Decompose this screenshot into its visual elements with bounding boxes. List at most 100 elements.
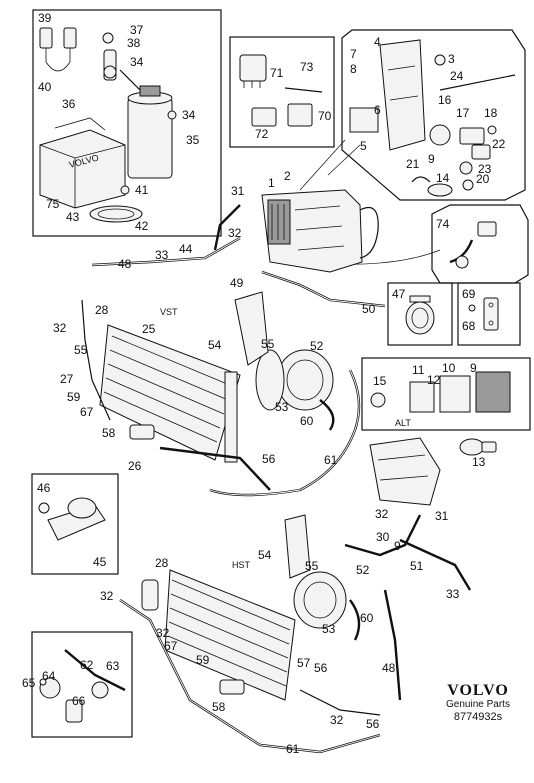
callout-54-lower: 54 <box>258 548 272 562</box>
callout-53-lower: 53 <box>322 622 336 636</box>
callout-61: 61 <box>324 453 338 467</box>
callout-55-b: 55 <box>261 337 275 351</box>
callout-32-d: 32 <box>100 589 114 603</box>
screw-18 <box>487 125 497 135</box>
callout-34-a: 34 <box>130 55 144 69</box>
bracket-68 <box>483 297 499 331</box>
line-56-lower <box>299 689 381 716</box>
callout-57: 57 <box>297 656 311 670</box>
callout-69: 69 <box>462 287 476 301</box>
callout-24: 24 <box>450 69 464 83</box>
callout-50: 50 <box>362 302 376 316</box>
relay-71 <box>239 54 267 88</box>
relay-socket-72 <box>251 107 277 127</box>
callout-71: 71 <box>270 66 284 80</box>
compressor-vst <box>234 291 334 411</box>
hose-clip-21 <box>411 176 431 183</box>
callout-32-f: 32 <box>330 713 344 727</box>
callout-43: 43 <box>66 210 80 224</box>
callout-32-e: 32 <box>156 626 170 640</box>
callout-31: 31 <box>231 184 245 198</box>
callout-64: 64 <box>42 669 56 683</box>
callout-28: 28 <box>95 303 109 317</box>
callout-36: 36 <box>62 97 76 111</box>
callout-63: 63 <box>106 659 120 673</box>
callout-28-lower: 28 <box>155 556 169 570</box>
valve-16-17 <box>429 124 485 146</box>
seal-ring-42 <box>89 205 143 223</box>
callout-56-c: 56 <box>366 717 380 731</box>
callout-30: 30 <box>376 530 390 544</box>
callout-32-c: 32 <box>375 507 389 521</box>
callout-26: 26 <box>128 459 142 473</box>
callout-37: 37 <box>130 23 144 37</box>
brand-block: VOLVO Genuine Parts 8774932s <box>430 683 526 724</box>
callout-55-a: 55 <box>74 343 88 357</box>
callout-7: 7 <box>350 47 357 61</box>
vacuum-valve-22 <box>459 144 491 191</box>
callout-10: 10 <box>442 361 456 375</box>
relay-70 <box>287 103 313 127</box>
callout-9: 9 <box>428 152 435 166</box>
screw-69 <box>468 304 476 312</box>
hose-clips-62-66 <box>39 649 126 723</box>
alt-relay-assembly <box>370 371 511 413</box>
callout-65: 65 <box>22 676 36 690</box>
inset-frame-relays <box>229 36 335 148</box>
block-6 <box>349 107 379 133</box>
receiver-drier-lower <box>141 579 159 611</box>
callout-61-lower: 61 <box>286 742 300 756</box>
filter-58 <box>129 424 155 440</box>
line-55-upper <box>81 299 111 421</box>
pressure-switch-74 <box>449 221 497 269</box>
callout-54: 54 <box>208 338 222 352</box>
callout-53: 53 <box>275 400 289 414</box>
callout-6: 6 <box>374 103 381 117</box>
callout-8: 8 <box>350 62 357 76</box>
condenser-vst <box>99 324 241 463</box>
diagram-reference: 8774932s <box>453 711 503 723</box>
filter-58-lower <box>219 679 245 695</box>
callout-35: 35 <box>186 133 200 147</box>
tube-24 <box>439 74 516 91</box>
callout-49: 49 <box>230 276 244 290</box>
bulb-13 <box>459 438 497 456</box>
callout-56-b: 56 <box>314 661 328 675</box>
parts-box-75 <box>39 117 126 209</box>
callout-39: 39 <box>38 11 52 25</box>
callout-9-lower: 9 <box>394 539 401 553</box>
hose-33 <box>399 538 472 591</box>
wire-73 <box>284 87 323 93</box>
callout-4: 4 <box>374 35 381 49</box>
callout-45: 45 <box>93 555 107 569</box>
callout-5: 5 <box>360 139 367 153</box>
callout-22: 22 <box>492 137 506 151</box>
callout-40: 40 <box>38 80 52 94</box>
line-56 <box>159 446 271 491</box>
callout-74: 74 <box>436 217 450 231</box>
inset-frame-receiver-drier <box>32 9 222 237</box>
callout-73: 73 <box>300 60 314 74</box>
callout-25: 25 <box>142 322 156 336</box>
callout-67-lower: 67 <box>164 639 178 653</box>
callout-72: 72 <box>255 127 269 141</box>
callout-70: 70 <box>318 109 332 123</box>
callout-9-alt: 9 <box>470 361 477 375</box>
callout-23: 23 <box>478 162 492 176</box>
callout-31-lower: 31 <box>435 509 449 523</box>
callout-33-lower: 33 <box>446 587 460 601</box>
callout-68: 68 <box>462 319 476 333</box>
inset-frame-heater-valve <box>341 29 526 201</box>
bolt-41 <box>120 185 130 195</box>
callout-62: 62 <box>80 658 94 672</box>
clamp-14 <box>427 183 453 197</box>
callout-48-lower: 48 <box>382 661 396 675</box>
heater-unit-lower <box>369 437 441 506</box>
inset-frame-hose-clips <box>31 631 133 738</box>
clamp-47 <box>405 295 435 335</box>
callout-38: 38 <box>127 36 141 50</box>
callout-55-c: 55 <box>305 559 319 573</box>
callout-60-lower: 60 <box>360 611 374 625</box>
